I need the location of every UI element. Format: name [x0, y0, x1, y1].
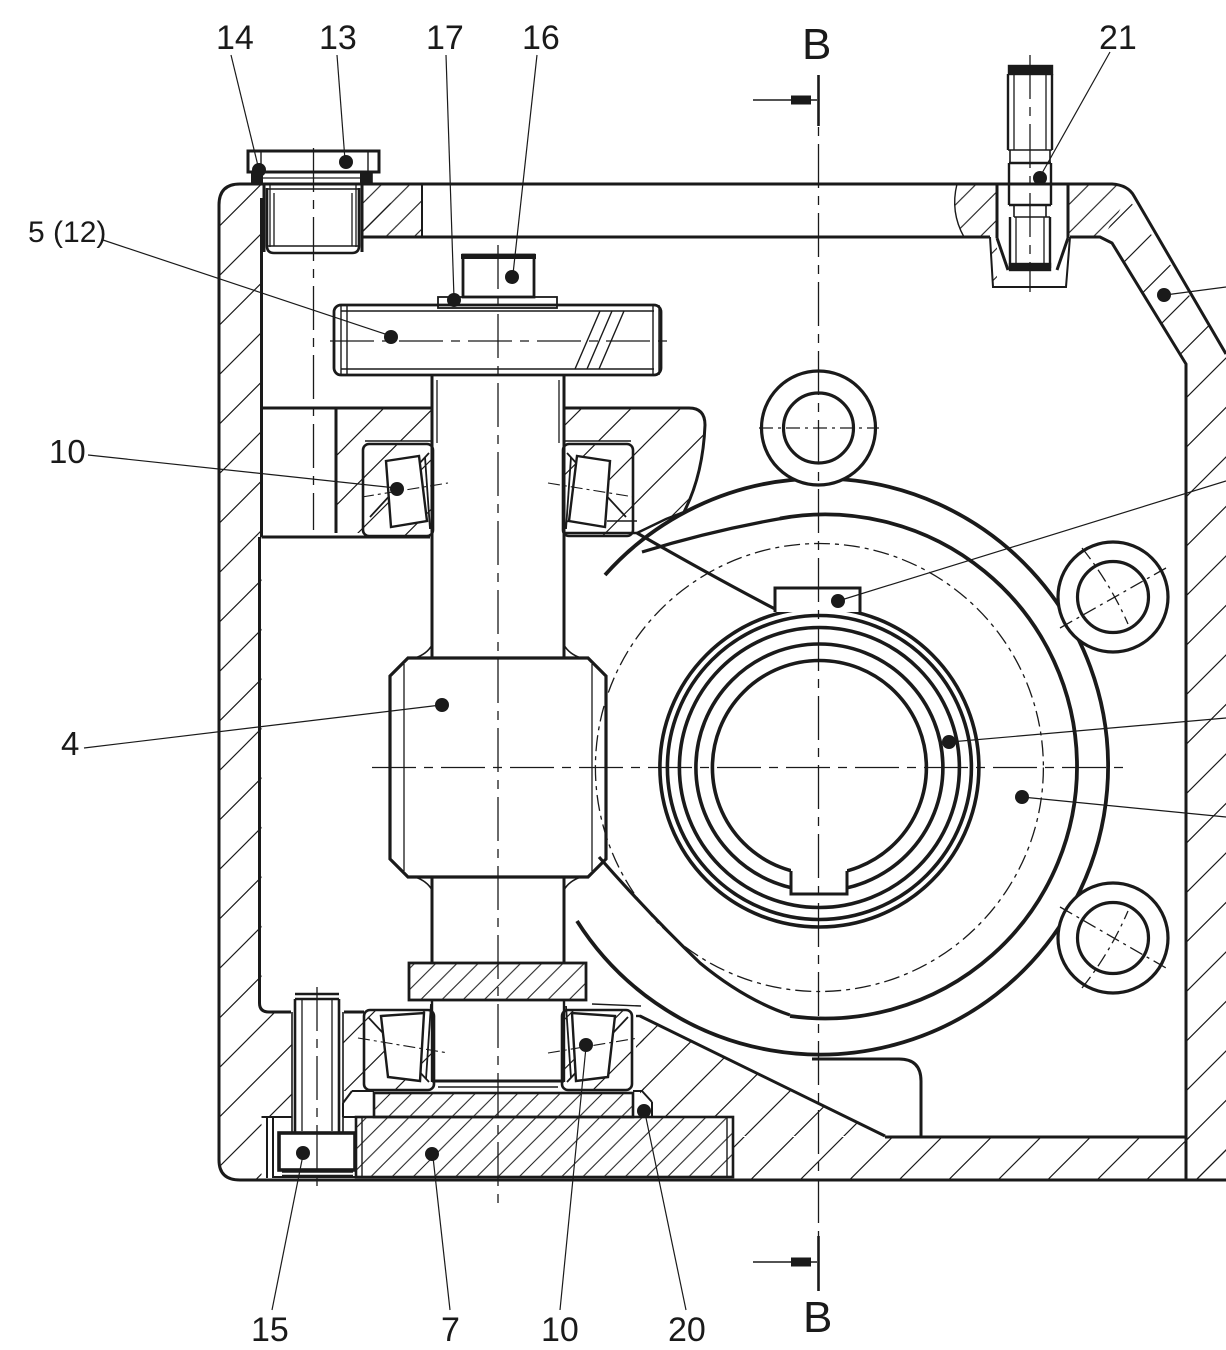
- svg-text:10: 10: [541, 1311, 579, 1349]
- svg-text:B: B: [803, 1293, 832, 1342]
- svg-text:B: B: [802, 20, 831, 69]
- svg-text:13: 13: [319, 19, 357, 57]
- svg-text:10: 10: [49, 433, 86, 470]
- svg-text:16: 16: [522, 19, 560, 57]
- svg-text:7: 7: [441, 1311, 460, 1349]
- svg-text:14: 14: [216, 19, 254, 57]
- svg-text:5 (12): 5 (12): [28, 216, 106, 249]
- svg-text:15: 15: [251, 1311, 289, 1349]
- svg-text:21: 21: [1099, 19, 1137, 57]
- svg-text:20: 20: [668, 1311, 706, 1349]
- svg-text:4: 4: [61, 725, 79, 762]
- svg-text:17: 17: [426, 19, 464, 57]
